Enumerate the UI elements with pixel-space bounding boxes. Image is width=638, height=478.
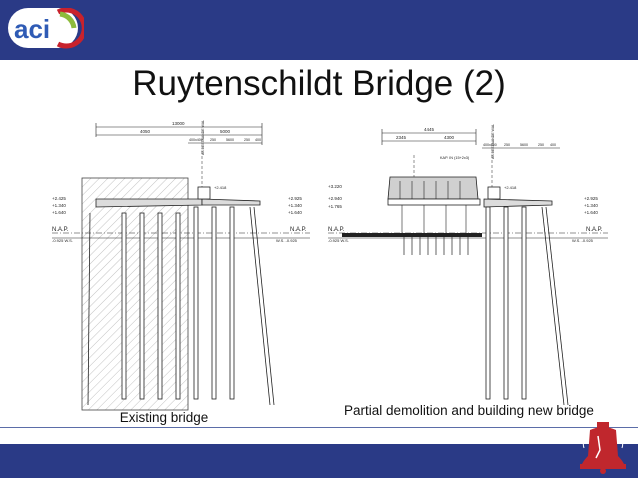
logo-text: aci <box>14 14 50 44</box>
section-label-left: AS BESTAANDE WAL <box>201 120 205 155</box>
caption-existing-bridge: Existing bridge <box>119 410 209 425</box>
nap-right-a: N.A.P. <box>328 227 345 233</box>
level-left-3: +1.640 <box>52 210 66 215</box>
level-r-left-3: +1.765 <box>328 204 342 209</box>
section-label-right: AS BESTAANDE WAL <box>491 124 495 159</box>
nap-left-b: N.A.P. <box>290 227 307 233</box>
dim-e-left: 5600 <box>226 138 234 142</box>
water-left-a: -0.925 W.S. <box>52 238 73 243</box>
footer-bar <box>0 444 638 478</box>
dim-f-left: 250 <box>244 138 250 142</box>
dim-g-left: 400 <box>255 138 261 142</box>
dim-e-right: 5600 <box>520 143 528 147</box>
level-right-1: +2.925 <box>288 196 302 201</box>
water-right-b: W.S. -0.925 <box>572 238 594 243</box>
kap-note: KAP. IN (15+2x3) <box>440 156 470 160</box>
level-r-left-2: +2.940 <box>328 196 342 201</box>
level-mid-right: +2.418 <box>504 185 517 190</box>
dim-total-right: 4445 <box>424 127 435 132</box>
dim-c-left: 400x400 <box>189 138 203 142</box>
dim-f-right: 250 <box>538 143 544 147</box>
level-r-right-1: +2.925 <box>584 196 598 201</box>
nap-left-a: N.A.P. <box>52 227 69 233</box>
dim-a-right: 2345 <box>396 135 407 140</box>
slide-title: Ruytenschildt Bridge (2) <box>132 64 506 103</box>
dim-d-right: 250 <box>504 143 510 147</box>
level-right-3: +1.640 <box>288 210 302 215</box>
dim-d-left: 250 <box>210 138 216 142</box>
level-r-right-2: +1.340 <box>584 203 598 208</box>
level-right-2: +1.340 <box>288 203 302 208</box>
dim-a-left: 4050 <box>140 129 151 134</box>
level-mid-left: +2.418 <box>214 185 227 190</box>
level-r-left-1: +3.220 <box>328 184 342 189</box>
dim-b-right: 4300 <box>444 135 455 140</box>
right-panel: 4445 2345 4300 400x400 250 5600 250 400 … <box>328 124 608 406</box>
nap-right-b: N.A.P. <box>586 227 603 233</box>
aci-logo: aci <box>8 8 84 49</box>
liberty-bell-icon <box>580 422 626 474</box>
level-left-1: +2.425 <box>52 196 66 201</box>
left-panel: 13000 4050 5000 400x400 250 5600 250 400… <box>52 120 310 411</box>
header-bar <box>0 0 638 60</box>
dim-total-left: 13000 <box>172 121 185 126</box>
water-left-b: W.S. -0.925 <box>276 238 298 243</box>
dim-c-right: 400x400 <box>483 143 497 147</box>
level-r-right-3: +1.640 <box>584 210 598 215</box>
water-right-a: -0.925 W.S. <box>328 238 349 243</box>
dim-b-left: 5000 <box>220 129 231 134</box>
caption-new-bridge: Partial demolition and building new brid… <box>344 403 594 418</box>
level-left-2: +1.340 <box>52 203 66 208</box>
divider-line <box>0 427 638 428</box>
dim-g-right: 400 <box>550 143 556 147</box>
engineering-drawing: 13000 4050 5000 400x400 250 5600 250 400… <box>52 120 608 411</box>
